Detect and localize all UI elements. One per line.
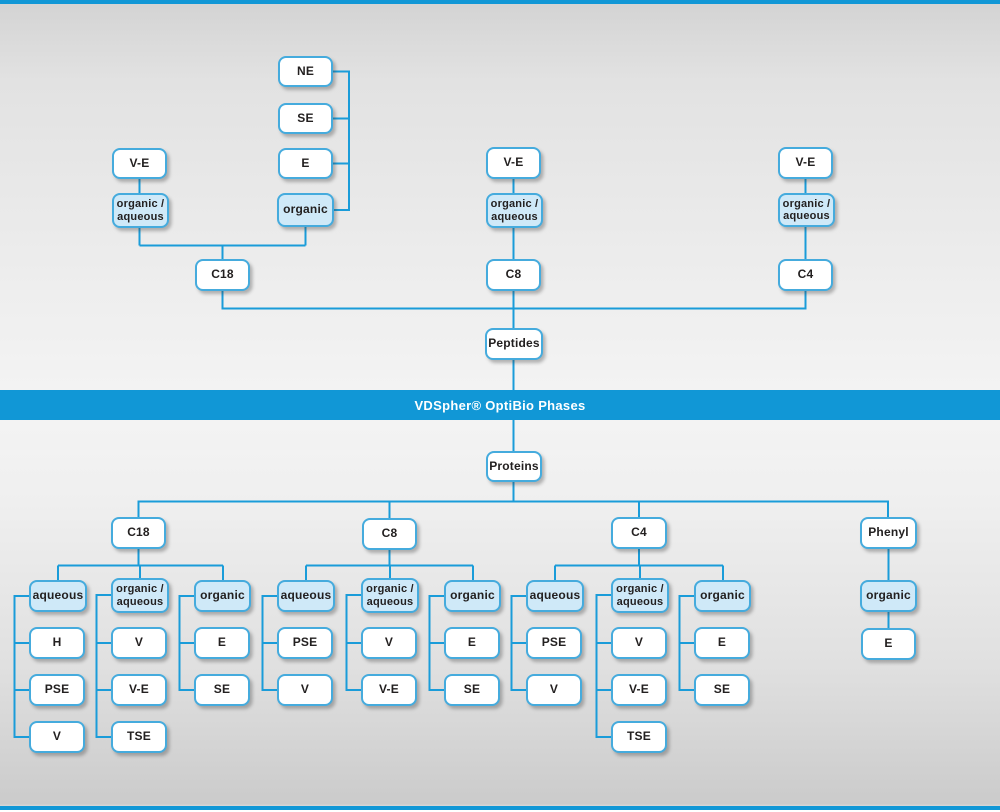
node-proteins-c18-orgaq-ve: V-E [111,674,167,706]
node-peptides-c18-ve: V-E [112,148,167,179]
node-proteins-c4-aqueous-pse: PSE [526,627,582,659]
node-peptides-c18-e: E [278,148,333,179]
node-proteins-c8-orgaq-v: V [361,627,417,659]
connector-peptides-c18-rail [333,70,350,211]
node-proteins-c8-aqueous: aqueous [277,580,335,612]
node-peptides-c4-ve: V-E [778,147,833,179]
node-proteins-c8-aqueous-pse: PSE [277,627,333,659]
node-peptides-c8-organic-aqueous: organic / aqueous [486,193,543,228]
node-proteins-c4-orgaq-v: V [611,627,667,659]
node-peptides-c18: C18 [195,259,250,291]
node-proteins-c18-aqueous-h: H [29,627,85,659]
node-proteins-c18-aqueous-v: V [29,721,85,753]
node-proteins-c18: C18 [111,517,166,549]
node-proteins-c4-orgaq-tse: TSE [611,721,667,753]
node-proteins-c18-organic-se: SE [194,674,250,706]
node-proteins-c4-organic-se: SE [694,674,750,706]
node-proteins-c8-orgaq-ve: V-E [361,674,417,706]
node-peptides-c4: C4 [778,259,833,291]
node-peptides-c8-ve: V-E [486,147,541,179]
connector-group-c8 [261,550,474,691]
connector-peptides-c18-left [138,179,307,259]
node-peptides-c4-organic-aqueous: organic / aqueous [778,193,835,227]
node-proteins-c18-organic-aqueous: organic / aqueous [111,578,169,613]
node-proteins-c4-aqueous: aqueous [526,580,584,612]
node-peptides-c18-organic: organic [277,193,334,227]
node-proteins-c8-aqueous-v: V [277,674,333,706]
node-proteins-c8-organic: organic [444,580,501,612]
node-peptides-c8: C8 [486,259,541,291]
connector-group-c4 [510,549,724,738]
node-proteins-c18-orgaq-v: V [111,627,167,659]
node-proteins-c8-organic-aqueous: organic / aqueous [361,578,419,613]
connector-peptides-spine [221,179,807,502]
node-proteins-c18-organic: organic [194,580,251,612]
node-proteins-c4-orgaq-ve: V-E [611,674,667,706]
node-proteins-c4-aqueous-v: V [526,674,582,706]
banner-title: VDSpher® OptiBio Phases [0,390,1000,420]
node-proteins-c4-organic-e: E [694,627,750,659]
node-proteins-phenyl-organic-e: E [861,628,916,660]
node-proteins-c18-aqueous: aqueous [29,580,87,612]
connector-proteins-rail [137,500,889,518]
node-proteins-root: Proteins [486,451,542,482]
node-proteins-phenyl: Phenyl [860,517,917,549]
node-proteins-c4-organic: organic [694,580,751,612]
node-peptides-c18-ne: NE [278,56,333,87]
node-peptides-root: Peptides [485,328,543,360]
top-accent-stripe [0,0,1000,4]
bottom-white-edge [0,810,1000,812]
node-proteins-c8-organic-e: E [444,627,500,659]
bottom-accent-stripe [0,806,1000,810]
connector-group-c18 [13,549,224,738]
node-peptides-c18-organic-aqueous: organic / aqueous [112,193,169,228]
node-peptides-c18-se: SE [278,103,333,134]
node-proteins-c8: C8 [362,518,417,550]
node-proteins-c18-aqueous-pse: PSE [29,674,85,706]
node-proteins-c18-orgaq-tse: TSE [111,721,167,753]
node-proteins-c4: C4 [611,517,667,549]
node-proteins-c8-organic-se: SE [444,674,500,706]
node-proteins-c18-organic-e: E [194,627,250,659]
node-proteins-c4-organic-aqueous: organic / aqueous [611,578,669,613]
node-proteins-phenyl-organic: organic [860,580,917,612]
